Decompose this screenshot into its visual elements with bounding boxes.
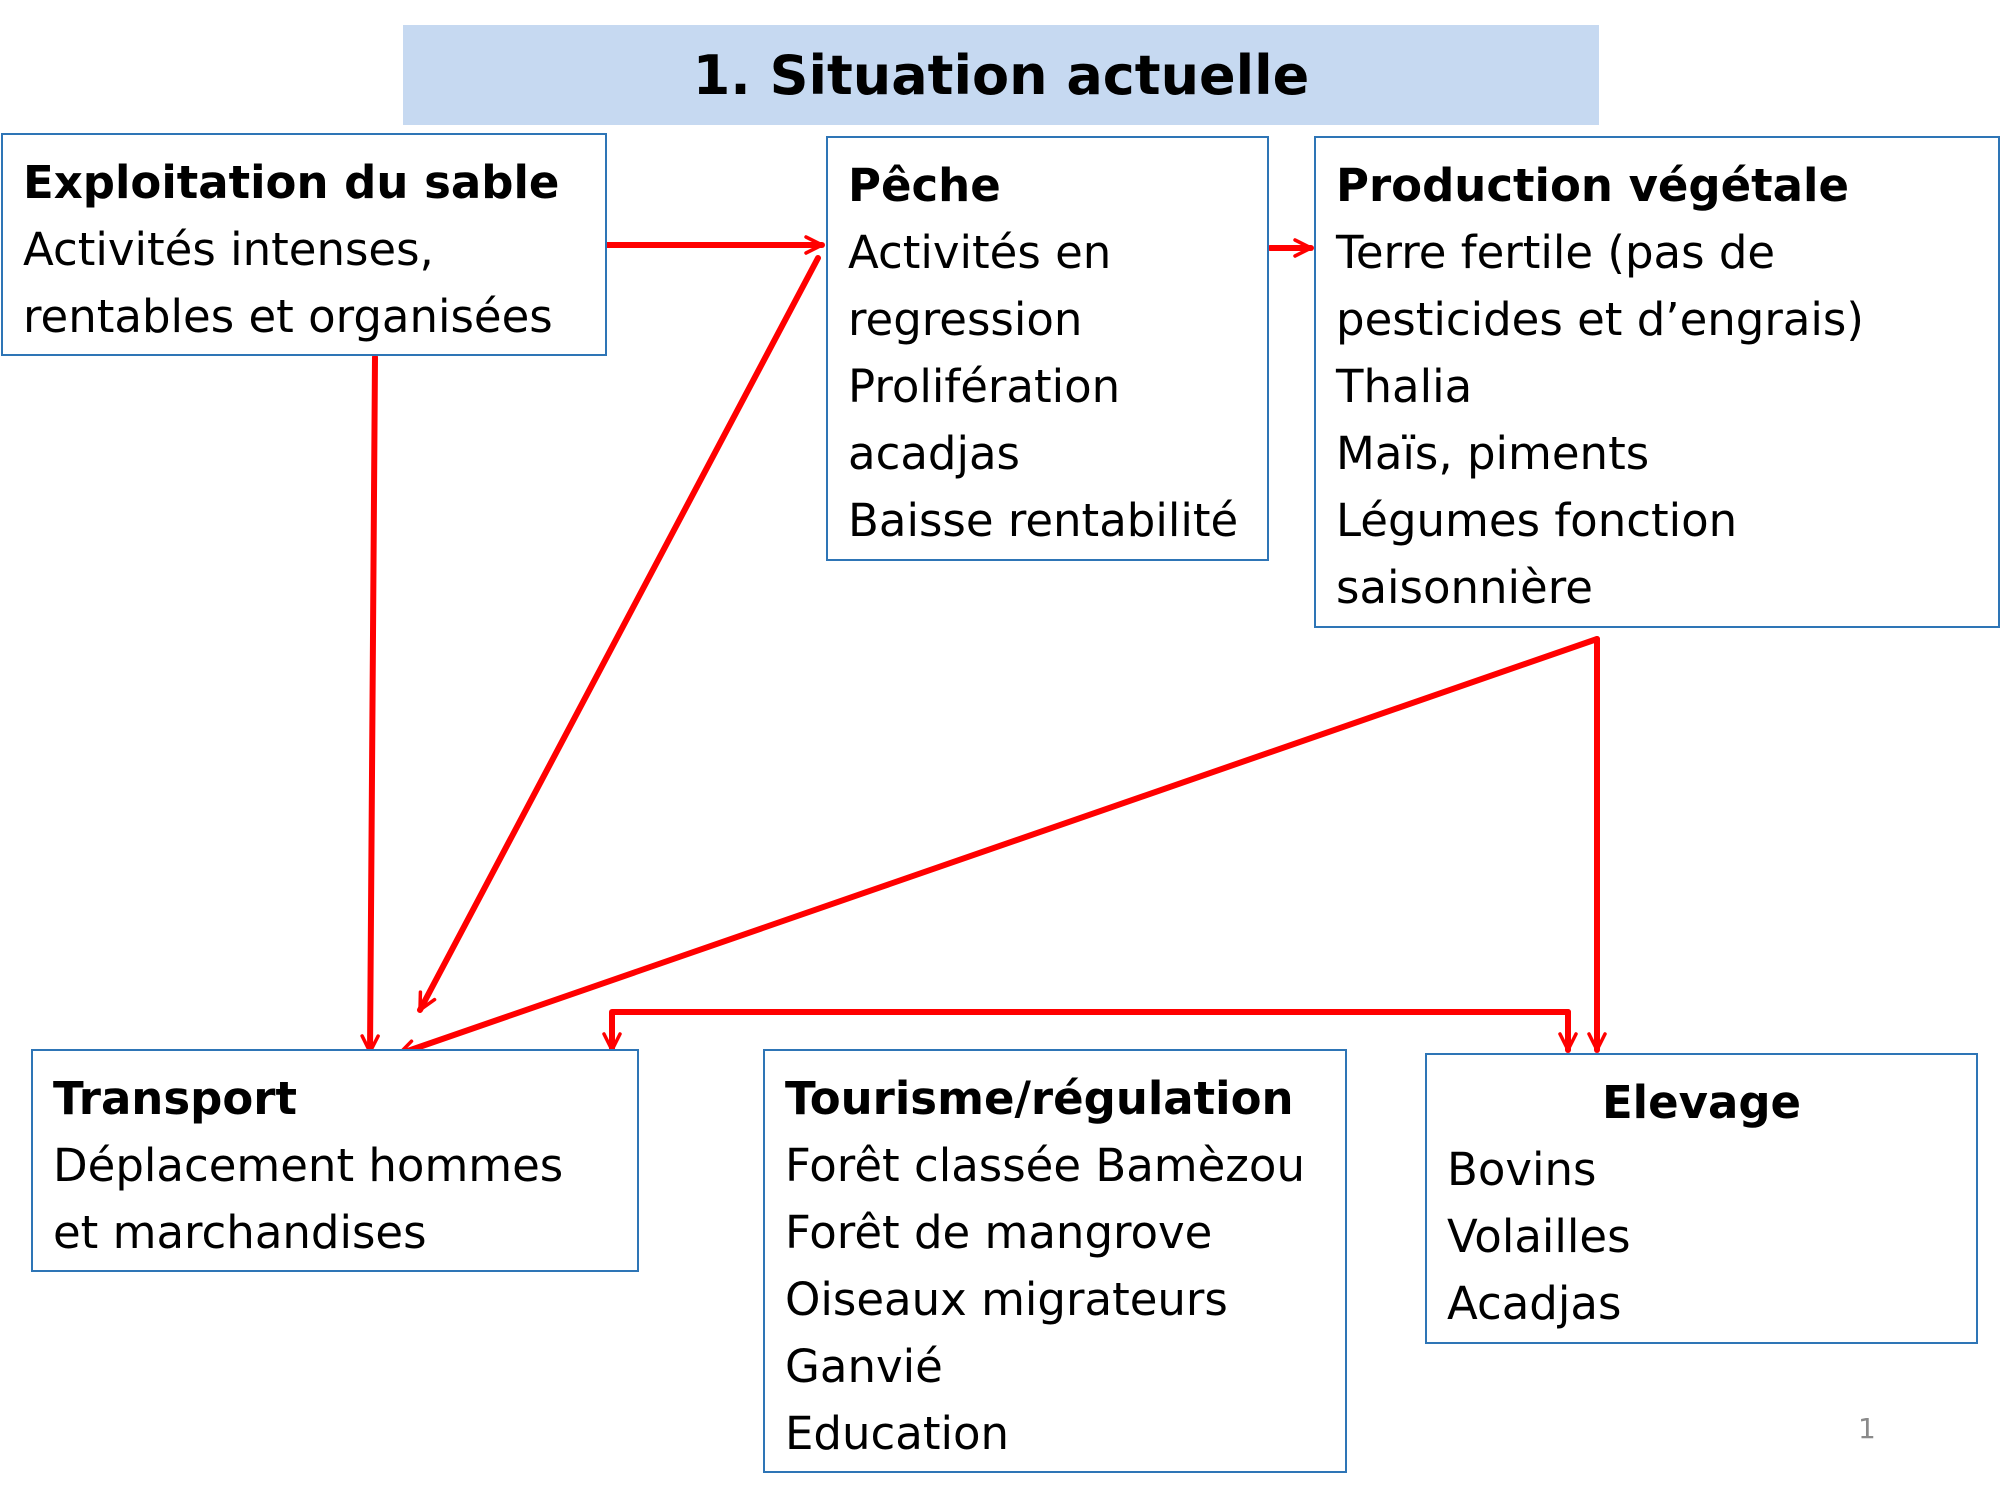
- arrow-connector-to-transport: [612, 1009, 1571, 1050]
- arrow-peche-to-transport: [417, 255, 821, 1013]
- box-line: Education: [785, 1407, 1010, 1460]
- box-line: Oiseaux migrateurs: [785, 1273, 1228, 1326]
- box-heading: Exploitation du sable: [23, 156, 560, 209]
- box-transport: Transport Déplacement hommes et marchand…: [31, 1049, 639, 1272]
- page-number: 1: [1858, 1412, 1876, 1445]
- box-tourisme-regulation: Tourisme/régulation Forêt classée Bamèzo…: [763, 1049, 1347, 1473]
- box-heading: Pêche: [848, 159, 1001, 212]
- box-line: Légumes fonction: [1336, 494, 1738, 547]
- box-line: regression: [848, 293, 1083, 346]
- box-line: Bovins: [1447, 1143, 1597, 1196]
- title-band: 1. Situation actuelle: [403, 25, 1599, 125]
- box-peche: Pêche Activités en regression Proliférat…: [826, 136, 1269, 561]
- box-line: acadjas: [848, 427, 1020, 480]
- box-elevage: Elevage Bovins Volailles Acadjas: [1425, 1053, 1978, 1344]
- box-line: Forêt de mangrove: [785, 1206, 1213, 1259]
- box-line: Maïs, piments: [1336, 427, 1650, 480]
- slide-title: 1. Situation actuelle: [692, 43, 1310, 107]
- box-line: Terre fertile (pas de: [1336, 226, 1776, 279]
- box-line: Acadjas: [1447, 1277, 1622, 1330]
- box-production-vegetale: Production végétale Terre fertile (pas d…: [1314, 136, 2000, 628]
- box-line: Activités en: [848, 226, 1112, 279]
- arrows-group: [360, 235, 1607, 1059]
- box-exploitation-sable: Exploitation du sable Activités intenses…: [1, 133, 607, 356]
- box-line: saisonnière: [1336, 561, 1593, 614]
- box-line: Thalia: [1336, 360, 1473, 413]
- box-heading: Elevage: [1601, 1076, 1802, 1129]
- box-line: rentables et organisées: [23, 290, 553, 343]
- box-heading: Transport: [53, 1072, 297, 1125]
- box-line: Déplacement hommes: [53, 1139, 564, 1192]
- box-line: Ganvié: [785, 1340, 943, 1393]
- box-line: Activités intenses,: [23, 223, 434, 276]
- box-line: et marchandises: [53, 1206, 427, 1259]
- box-line: Baisse rentabilité: [848, 494, 1239, 547]
- box-line: Volailles: [1447, 1210, 1631, 1263]
- box-heading: Tourisme/régulation: [785, 1072, 1294, 1125]
- box-line: Forêt classée Bamèzou: [785, 1139, 1305, 1192]
- box-heading: Production végétale: [1336, 159, 1849, 212]
- box-line: Prolifération: [848, 360, 1121, 413]
- arrow-production-to-transport: [396, 636, 1600, 1059]
- arrow-sable-to-transport: [360, 354, 380, 1055]
- box-line: pesticides et d’engrais): [1336, 293, 1864, 346]
